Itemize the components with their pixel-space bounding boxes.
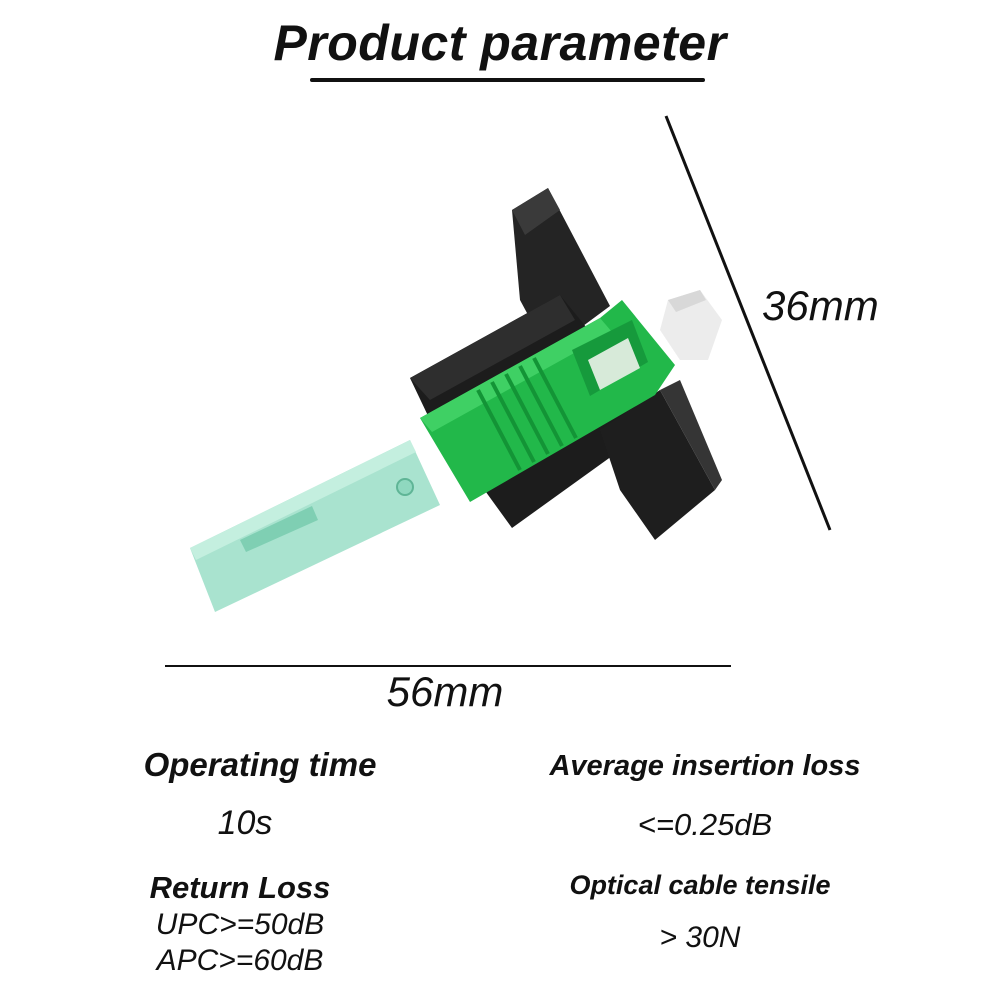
insertion-loss-label: Average insertion loss bbox=[549, 750, 861, 782]
insertion-loss-value: <=0.25dB bbox=[637, 807, 773, 842]
return-loss-apc-value: APC>=60dB bbox=[156, 944, 324, 977]
operating-time-label: Operating time bbox=[143, 746, 377, 783]
width-dimension-label: 56mm bbox=[386, 668, 504, 715]
height-dimension-label: 36mm bbox=[762, 282, 879, 329]
page-title: Product parameter bbox=[273, 15, 727, 71]
title-underline bbox=[310, 78, 705, 82]
cable-tensile-value: > 30N bbox=[659, 921, 741, 954]
operating-time-param: Operating time 10s bbox=[80, 746, 440, 843]
insertion-loss-param: Average insertion loss <=0.25dB bbox=[510, 750, 900, 843]
sc-fast-connector-image bbox=[190, 188, 722, 612]
operating-time-value: 10s bbox=[217, 804, 273, 842]
return-loss-param: Return Loss UPC>=50dB APC>=60dB bbox=[80, 870, 400, 978]
width-dimension-line bbox=[165, 665, 731, 667]
return-loss-label: Return Loss bbox=[149, 870, 331, 905]
cable-tensile-param: Optical cable tensile > 30N bbox=[520, 870, 880, 955]
cable-tensile-label: Optical cable tensile bbox=[569, 870, 831, 900]
return-loss-upc-value: UPC>=50dB bbox=[155, 908, 325, 941]
